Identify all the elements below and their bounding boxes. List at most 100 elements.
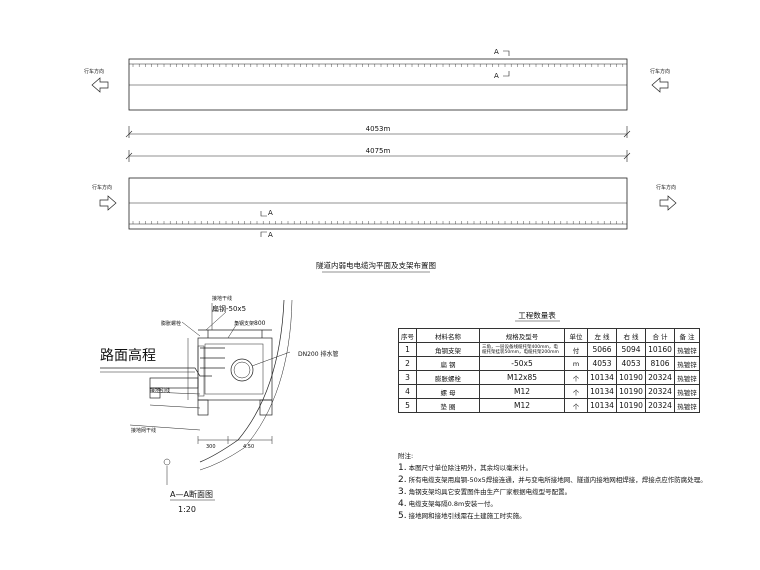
cell-unit: 付 bbox=[564, 342, 588, 357]
bracket-label: 角钢支架 bbox=[234, 320, 254, 327]
table-row: 5 垫 圈 M12 个 10134 10190 20324 热镀锌 bbox=[398, 398, 700, 413]
cell-right: 10190 bbox=[616, 370, 646, 385]
direction-arrow-right-icon bbox=[99, 195, 117, 211]
table-title: 工程数量表 bbox=[518, 310, 556, 320]
col-material: 材料名称 bbox=[416, 328, 480, 343]
table-row: 4 螺 母 M12 个 10134 10190 20324 热镀锌 bbox=[398, 384, 700, 399]
direction-label-top-right: 行车方向 bbox=[650, 68, 670, 75]
ground-lead-label: 接地引线 bbox=[150, 387, 170, 394]
cell-left: 4053 bbox=[587, 356, 617, 371]
table-header-row: 序号 材料名称 规格及型号 单位 左 线 右 线 合 计 备 注 bbox=[398, 328, 700, 343]
dim-300-label: 300 bbox=[206, 444, 216, 450]
dim-450-label: 4.50 bbox=[243, 444, 254, 450]
cell-left: 5066 bbox=[587, 342, 617, 357]
table-row: 3 膨胀螺栓 M12x85 个 10134 10190 20324 热镀锌 bbox=[398, 370, 700, 385]
note-item: 3. 角钢支架均具它安置图件由生产厂家根据电缆型号配置。 bbox=[398, 486, 707, 498]
col-unit: 单位 bbox=[564, 328, 588, 343]
section-a-label-1: A bbox=[494, 48, 499, 56]
note-text: 电缆支架每隔0.8m安装一付。 bbox=[408, 500, 497, 508]
cell-left: 10134 bbox=[587, 370, 617, 385]
cell-spec: M12x85 bbox=[479, 370, 565, 385]
cell-right: 10190 bbox=[616, 398, 646, 413]
cell-unit: 个 bbox=[564, 370, 588, 385]
section-a-label-2: A bbox=[494, 72, 499, 80]
cell-note: 热镀锌 bbox=[674, 398, 700, 413]
cell-spec: M12 bbox=[479, 384, 565, 399]
cell-spec: M12 bbox=[479, 398, 565, 413]
table-row: 1 角钢支架 三角，一层设备线缆托架400mm，电缆托架挂装50mm，电缆托架2… bbox=[398, 342, 700, 357]
cell-note: 热镀锌 bbox=[674, 370, 700, 385]
pipe-label: DN200 排水管 bbox=[298, 350, 338, 358]
cell-no: 3 bbox=[398, 370, 417, 385]
cell-note: 热镀锌 bbox=[674, 384, 700, 399]
note-item: 2. 所有电缆支架用扁钢-50x5焊接连通，并与变电所接地网、隧道内接地网相焊接… bbox=[398, 474, 707, 486]
note-number: 5. bbox=[398, 511, 407, 521]
section-mark-a-bottom bbox=[260, 211, 267, 237]
note-item: 4. 电缆支架每隔0.8m安装一付。 bbox=[398, 498, 707, 510]
cell-spec: -50x5 bbox=[479, 356, 565, 371]
section-scale: 1:20 bbox=[178, 505, 196, 514]
note-number: 3. bbox=[398, 487, 407, 497]
note-number: 4. bbox=[398, 499, 407, 509]
section-a-label-4: A bbox=[268, 231, 273, 239]
note-number: 1. bbox=[398, 463, 407, 473]
cell-left: 10134 bbox=[587, 398, 617, 413]
cell-total: 10160 bbox=[645, 342, 675, 357]
cell-no: 1 bbox=[398, 342, 417, 357]
note-number: 2. bbox=[398, 475, 407, 485]
direction-arrow-left-icon-right bbox=[651, 77, 669, 93]
cell-left: 10134 bbox=[587, 384, 617, 399]
note-text: 所有电缆支架用扁钢-50x5焊接连通，并与变电所接地网、隧道内接地网相焊接，焊接… bbox=[408, 476, 707, 484]
note-text: 接地网和接地引线需在土建施工时实施。 bbox=[408, 512, 526, 520]
cell-total: 20324 bbox=[645, 398, 675, 413]
cell-unit: m bbox=[564, 356, 588, 371]
notes-heading: 附注: bbox=[398, 452, 414, 460]
cell-right: 4053 bbox=[616, 356, 646, 371]
dimension-line-bottom bbox=[125, 150, 631, 162]
col-no: 序号 bbox=[398, 328, 417, 343]
length-top: 4053m bbox=[366, 125, 391, 133]
cell-unit: 个 bbox=[564, 384, 588, 399]
road-level-label: 路面高程 bbox=[100, 347, 156, 364]
table-row: 2 扁 钢 -50x5 m 4053 4053 8106 热镀锌 bbox=[398, 356, 700, 371]
length-bottom: 4075m bbox=[366, 147, 391, 155]
upper-tunnel-plan bbox=[128, 58, 628, 111]
cell-name: 扁 钢 bbox=[416, 356, 480, 371]
cell-total: 20324 bbox=[645, 384, 675, 399]
note-text: 角钢支架均具它安置图件由生产厂家根据电缆型号配置。 bbox=[408, 488, 572, 496]
col-total: 合 计 bbox=[645, 328, 675, 343]
cell-spec: 三角，一层设备线缆托架400mm，电缆托架挂装50mm，电缆托架200mm bbox=[479, 342, 565, 357]
direction-label-bottom-left: 行车方向 bbox=[92, 184, 112, 191]
cell-name: 膨胀螺栓 bbox=[416, 370, 480, 385]
note-item: 1. 本图尺寸单位除注明外，其余均以毫米计。 bbox=[398, 462, 707, 474]
section-drawing bbox=[100, 299, 293, 485]
expansion-bolt-label: 膨胀螺栓 bbox=[161, 320, 181, 327]
cell-no: 2 bbox=[398, 356, 417, 371]
col-note: 备 注 bbox=[674, 328, 700, 343]
section-mark-a-top bbox=[503, 50, 510, 77]
col-right: 右 线 bbox=[616, 328, 646, 343]
cell-note: 热镀锌 bbox=[674, 342, 700, 357]
cell-no: 4 bbox=[398, 384, 417, 399]
col-spec: 规格及型号 bbox=[479, 328, 565, 343]
ground-wire-label: 接地干线 bbox=[212, 295, 232, 302]
quantity-table: 序号 材料名称 规格及型号 单位 左 线 右 线 合 计 备 注 1 角钢支架 … bbox=[398, 328, 700, 413]
section-a-label-3: A bbox=[268, 209, 273, 217]
direction-arrow-right-icon-right bbox=[659, 195, 677, 211]
note-item: 5. 接地网和接地引线需在土建施工时实施。 bbox=[398, 510, 707, 522]
lower-tunnel-plan bbox=[128, 177, 628, 230]
cell-right: 5094 bbox=[616, 342, 646, 357]
plan-title: 隧道内弱电电缆沟平面及支架布置图 bbox=[316, 260, 436, 270]
section-title: A—A断面图 bbox=[170, 489, 213, 499]
direction-label-top-left: 行车方向 bbox=[84, 68, 104, 75]
cell-name: 螺 母 bbox=[416, 384, 480, 399]
dimension-line-top bbox=[125, 126, 631, 138]
cell-unit: 个 bbox=[564, 398, 588, 413]
ground-network-label: 接地网干线 bbox=[131, 427, 156, 434]
cell-name: 垫 圈 bbox=[416, 398, 480, 413]
col-left: 左 线 bbox=[587, 328, 617, 343]
cell-name: 角钢支架 bbox=[416, 342, 480, 357]
cell-total: 8106 bbox=[645, 356, 675, 371]
direction-label-bottom-right: 行车方向 bbox=[656, 184, 676, 191]
